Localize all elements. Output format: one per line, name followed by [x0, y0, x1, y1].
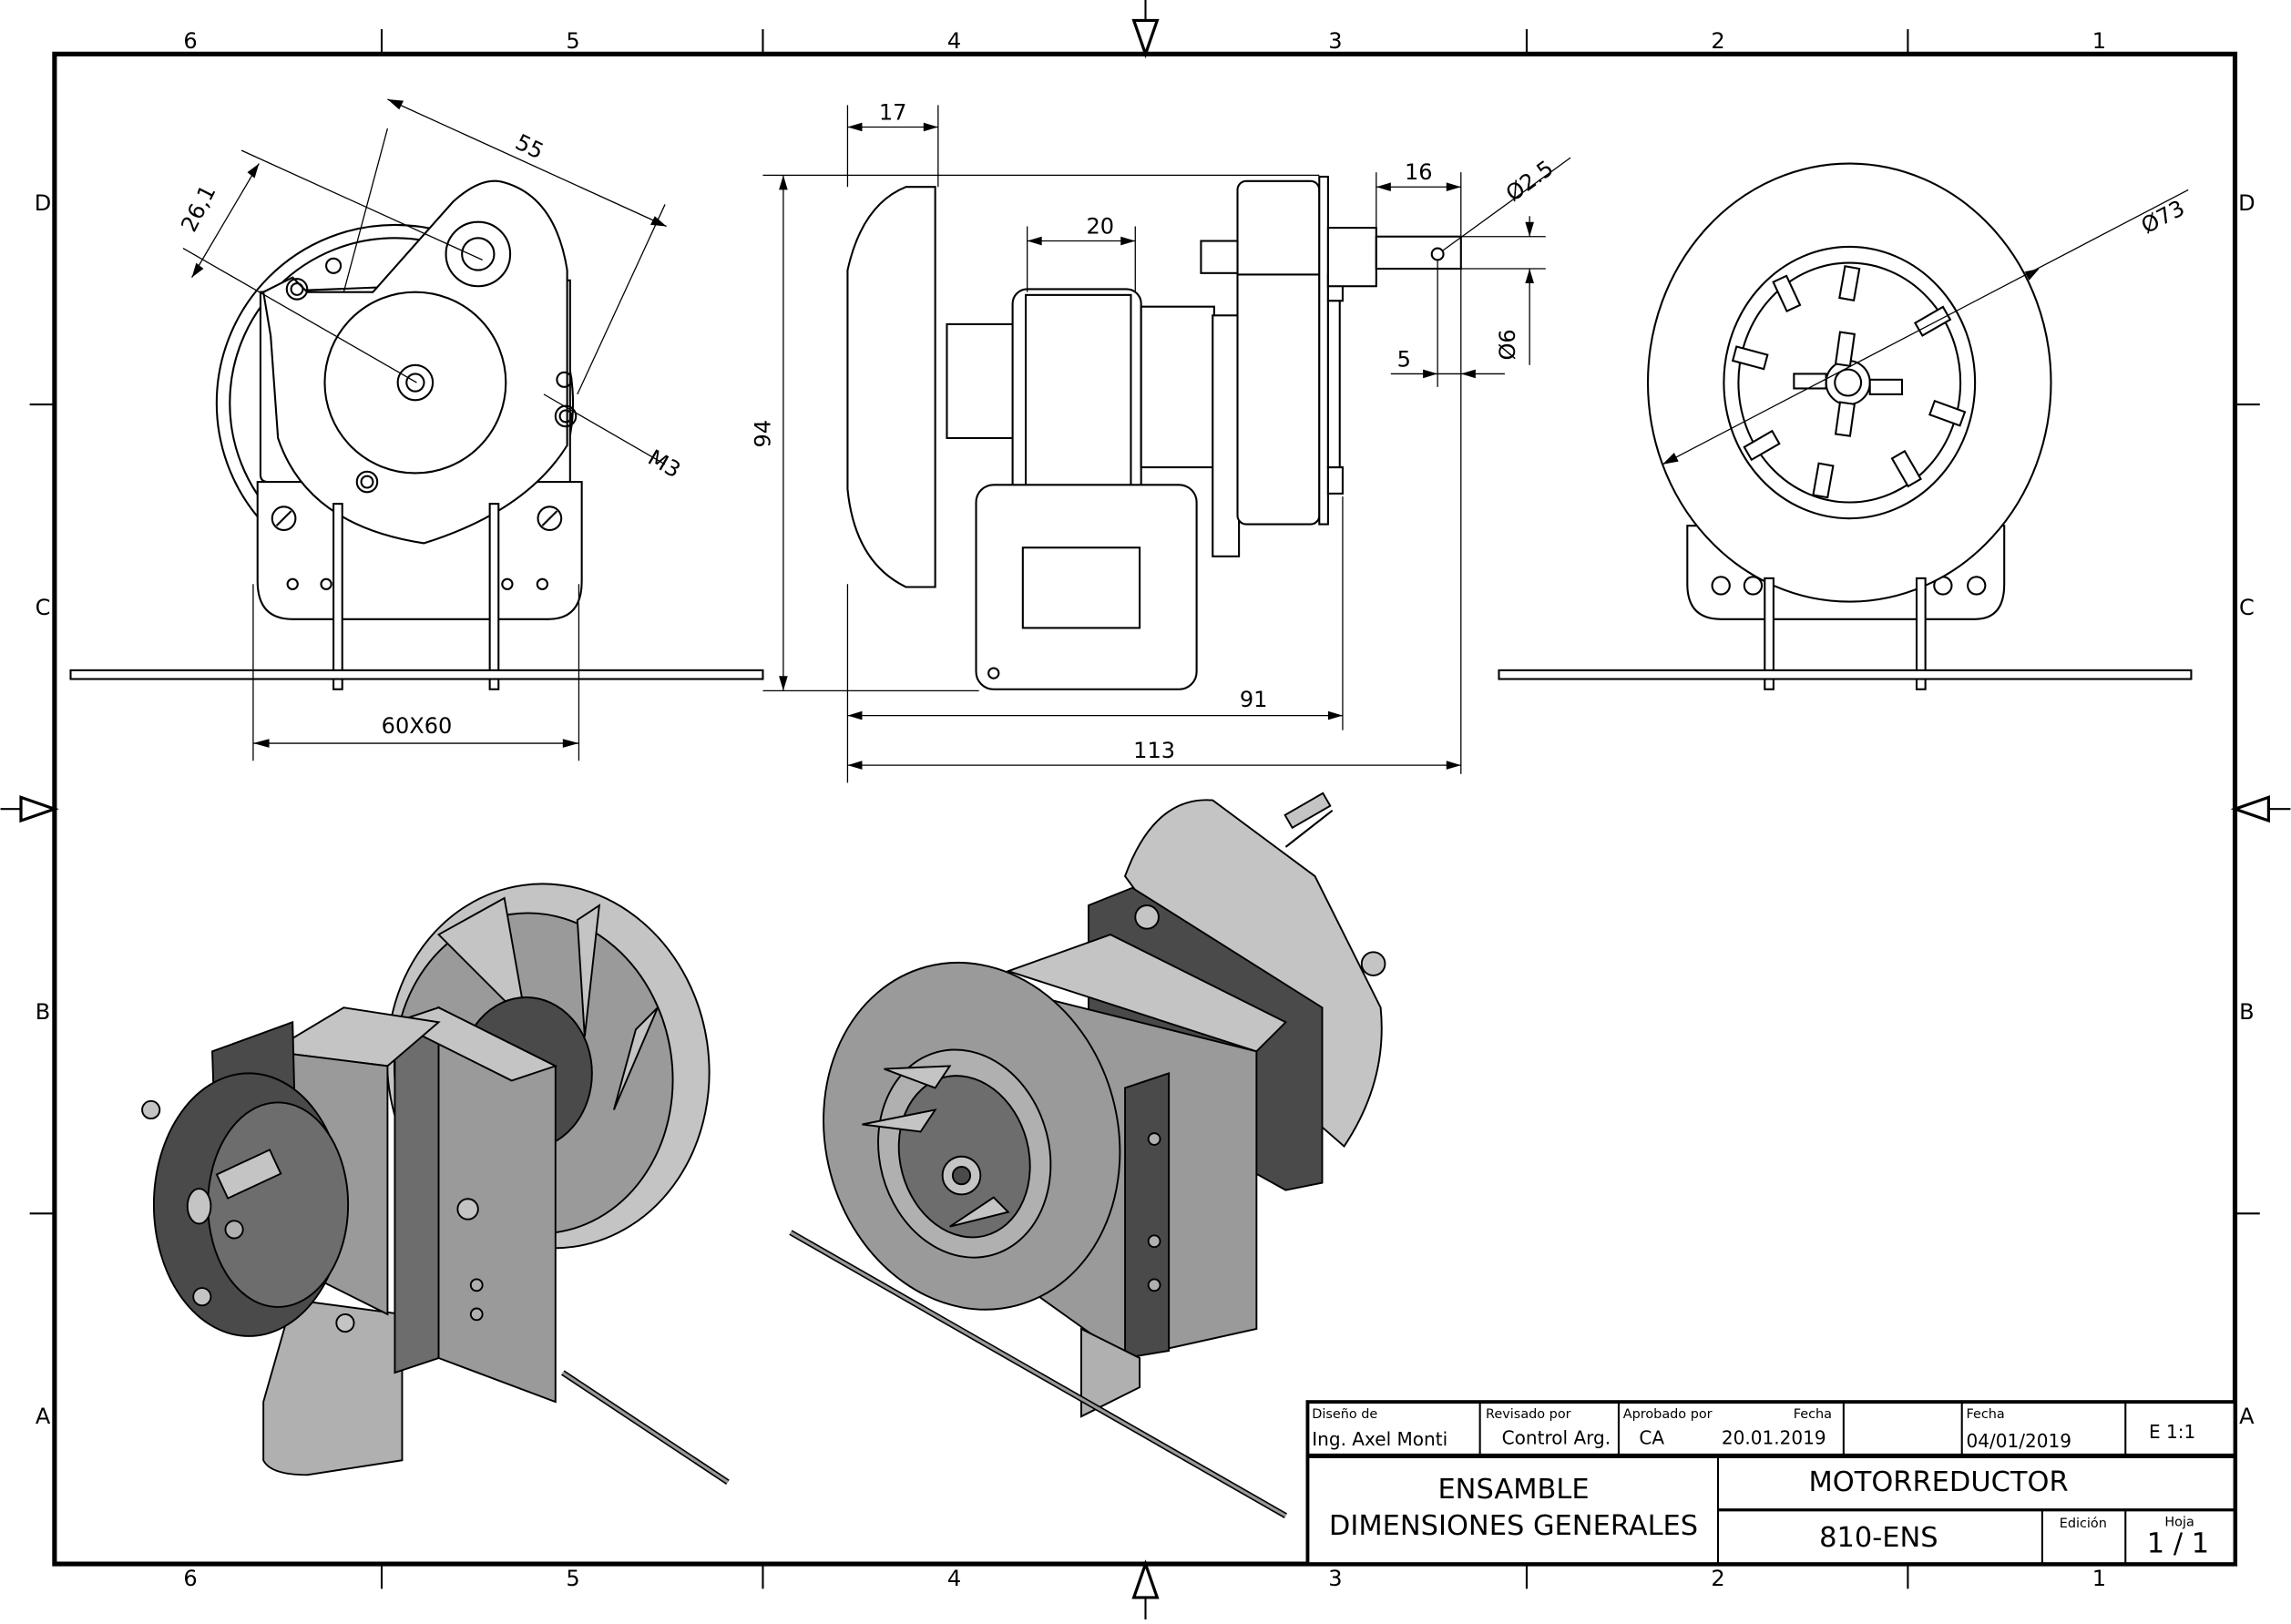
sheet-label: Hoja	[2164, 1515, 2194, 1529]
design-value: Ing. Axel Monti	[1312, 1428, 1447, 1450]
zone-col-label: 3	[1328, 28, 1342, 54]
edition-label: Edición	[2060, 1517, 2107, 1531]
dim-pin-hole: Ø2.5	[1501, 156, 1559, 207]
zone-col-label: 4	[947, 1566, 961, 1591]
title-block: Diseño de Ing. Axel Monti Revisado por C…	[1305, 1400, 2237, 1567]
dim-60x60: 60X60	[382, 713, 453, 739]
zone-row-label: D	[2238, 190, 2255, 216]
dim-fan-diameter: Ø73	[2137, 195, 2189, 239]
dim-17: 17	[879, 99, 907, 125]
date2-value: 04/01/2019	[1967, 1430, 2071, 1452]
dim-5: 5	[1397, 346, 1411, 372]
zone-col-label: 2	[1711, 1566, 1724, 1591]
sheet-value: 1 / 1	[2147, 1527, 2209, 1559]
isometric-view-right	[789, 792, 1386, 1518]
zone-col-label: 6	[183, 1566, 197, 1591]
date2-label: Fecha	[1967, 1407, 2005, 1422]
zone-col-label: 6	[183, 28, 197, 54]
dim-26-1: 26,1	[176, 181, 220, 236]
dim-shaft-diameter: Ø6	[1495, 329, 1520, 360]
zone-col-label: 5	[566, 28, 579, 54]
scale-value: E 1:1	[2149, 1421, 2195, 1443]
dim-20: 20	[1087, 214, 1115, 240]
design-label: Diseño de	[1312, 1407, 1377, 1422]
review-value: Control Arg.	[1502, 1427, 1611, 1449]
drawing-title-line2: DIMENSIONES GENERALES	[1329, 1510, 1698, 1542]
approved-value: CA	[1639, 1427, 1664, 1449]
side-view: 17 94 20 16 Ø2.5 Ø6	[750, 99, 1571, 783]
zone-col-label: 1	[2092, 28, 2106, 54]
dim-91: 91	[1240, 687, 1268, 712]
part-name: MOTORREDUCTOR	[1809, 1466, 2069, 1498]
review-label: Revisado por	[1486, 1407, 1571, 1422]
center-mark-right	[2230, 795, 2291, 823]
front-view: 55 26,1 M3 60X60	[69, 98, 764, 761]
dim-94: 94	[750, 420, 775, 448]
zone-col-label: 3	[1328, 1566, 1342, 1591]
date1-value: 20.01.2019	[1722, 1427, 1826, 1449]
zone-row-label: D	[35, 190, 52, 216]
zone-col-label: 1	[2092, 1566, 2106, 1591]
drawing-title-line1: ENSAMBLE	[1437, 1474, 1589, 1506]
zone-row-label: A	[2239, 1404, 2255, 1429]
center-mark-top	[1131, 0, 1160, 59]
drawing-number: 810-ENS	[1819, 1522, 1938, 1554]
date1-label: Fecha	[1794, 1407, 1832, 1422]
zone-row-label: C	[2239, 595, 2255, 620]
isometric-view-left	[141, 883, 730, 1485]
dim-16: 16	[1405, 159, 1433, 185]
center-mark-bottom	[1131, 1559, 1160, 1620]
zone-row-label: B	[2239, 999, 2255, 1025]
zone-col-label: 2	[1711, 28, 1724, 54]
center-mark-left	[0, 795, 59, 823]
zone-row-label: B	[36, 999, 51, 1025]
dim-55: 55	[511, 129, 547, 165]
rear-view: Ø73	[1498, 162, 2193, 690]
approved-label: Aprobado por	[1623, 1407, 1713, 1422]
zone-row-label: A	[36, 1404, 51, 1429]
dim-m3: M3	[644, 444, 685, 483]
dim-113: 113	[1133, 738, 1175, 763]
zone-col-label: 4	[947, 28, 961, 54]
zone-col-label: 5	[566, 1566, 579, 1591]
zone-row-label: C	[36, 595, 51, 620]
